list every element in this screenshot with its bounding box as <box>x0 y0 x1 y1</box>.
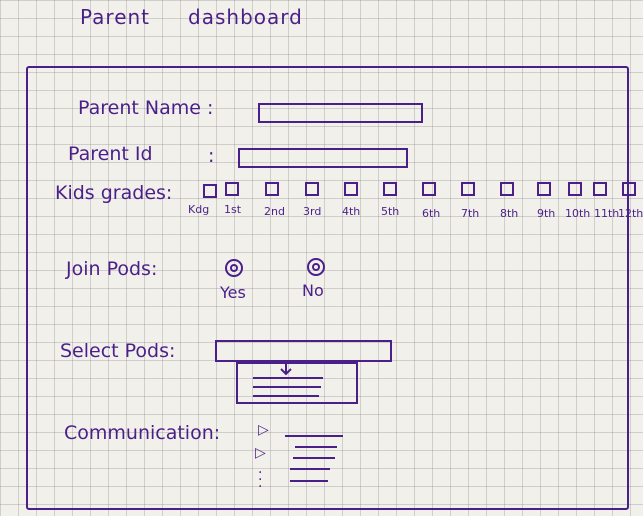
message-line <box>290 468 330 470</box>
dashboard-frame <box>26 66 629 510</box>
select-pods-dropdown[interactable] <box>215 340 392 362</box>
grade-1st-label: 1st <box>224 203 242 216</box>
grade-5th-label: 5th <box>381 205 400 218</box>
select-pods-options-list[interactable] <box>236 362 358 404</box>
grade-2nd-checkbox[interactable] <box>265 182 279 196</box>
grade-4th-label: 4th <box>342 205 361 218</box>
grade-5th-checkbox[interactable] <box>383 182 397 196</box>
dropdown-option-line[interactable] <box>253 395 319 397</box>
play-icon[interactable]: ▷ <box>258 422 269 438</box>
join-no-radio[interactable] <box>307 258 325 276</box>
join-pods-label: Join Pods: <box>66 258 158 280</box>
parent-name-label: Parent Name : <box>78 97 214 119</box>
join-no-label: No <box>302 281 324 300</box>
message-line <box>293 457 335 459</box>
dropdown-option-line[interactable] <box>253 386 321 388</box>
title-word-parent: Parent <box>80 5 151 29</box>
more-dots-icon: ··· <box>258 465 263 495</box>
grade-11th-label: 11th <box>594 207 620 220</box>
join-yes-label: Yes <box>220 283 246 302</box>
grade-6th-label: 6th <box>422 207 441 220</box>
grade-6th-checkbox[interactable] <box>422 182 436 196</box>
grade-7th-checkbox[interactable] <box>461 182 475 196</box>
parent-id-colon: : <box>208 145 215 167</box>
page-title: Parent dashboard <box>80 5 303 29</box>
message-line <box>290 480 328 482</box>
parent-id-input[interactable] <box>238 148 408 168</box>
grade-8th-checkbox[interactable] <box>500 182 514 196</box>
grade-kdg-label: Kdg <box>188 203 210 216</box>
grade-kdg-checkbox[interactable] <box>203 184 217 198</box>
grade-11th-checkbox[interactable] <box>593 182 607 196</box>
grade-10th-checkbox[interactable] <box>568 182 582 196</box>
grade-9th-checkbox[interactable] <box>537 182 551 196</box>
grade-2nd-label: 2nd <box>264 205 285 218</box>
grade-3rd-checkbox[interactable] <box>305 182 319 196</box>
grade-12th-checkbox[interactable] <box>622 182 636 196</box>
message-line <box>295 446 337 448</box>
arrow-down-icon <box>280 362 292 376</box>
join-yes-radio[interactable] <box>225 259 243 277</box>
grade-8th-label: 8th <box>500 207 519 220</box>
grade-4th-checkbox[interactable] <box>344 182 358 196</box>
parent-name-input[interactable] <box>258 103 423 123</box>
grade-3rd-label: 3rd <box>303 205 322 218</box>
grade-10th-label: 10th <box>565 207 591 220</box>
message-line <box>285 435 343 437</box>
grade-1st-checkbox[interactable] <box>225 182 239 196</box>
communication-label: Communication: <box>64 422 221 444</box>
dropdown-option-line[interactable] <box>253 377 323 379</box>
grade-9th-label: 9th <box>537 207 556 220</box>
play-icon[interactable]: ▷ <box>255 445 266 461</box>
kids-grades-label: Kids grades: <box>55 182 173 204</box>
grade-7th-label: 7th <box>461 207 480 220</box>
select-pods-label: Select Pods: <box>60 340 176 362</box>
grade-12th-label: 12th <box>618 207 643 220</box>
title-word-dashboard: dashboard <box>188 5 303 29</box>
parent-id-label: Parent Id <box>68 143 153 165</box>
